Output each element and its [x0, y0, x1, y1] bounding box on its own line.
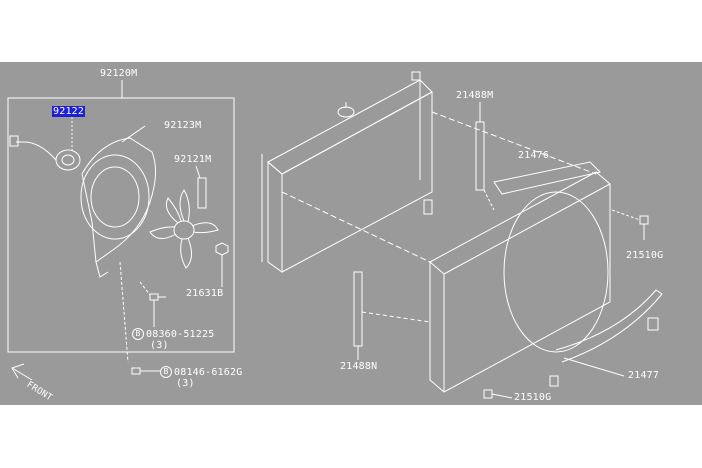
label-92122: 92122 — [52, 106, 86, 117]
seals — [353, 102, 495, 360]
clips — [483, 209, 649, 399]
label-92122-highlight: 92122 — [52, 106, 86, 117]
label-08360-qty: (3) — [150, 340, 169, 351]
label-08146-text: 08146-6162G — [174, 367, 243, 378]
b-symbol-icon: B — [132, 328, 144, 340]
label-92121M: 92121M — [174, 154, 212, 165]
fan-motor — [9, 117, 81, 171]
diagram-drawing — [7, 71, 663, 399]
radiator — [261, 71, 433, 273]
label-92123M: 92123M — [164, 120, 202, 131]
label-21488N: 21488N — [340, 361, 378, 372]
label-21510G-right: 21510G — [626, 250, 664, 261]
fan-shroud-main — [281, 111, 611, 393]
fan-shroud-small — [80, 125, 156, 278]
label-21476: 21476 — [518, 150, 550, 161]
label-21631B: 21631B — [186, 288, 224, 299]
lower-shroud — [549, 289, 663, 387]
label-21477: 21477 — [628, 370, 660, 381]
assembly-frame — [7, 97, 235, 353]
hardware — [119, 242, 229, 375]
label-08360-text: 08360-51225 — [146, 329, 215, 340]
label-92120M: 92120M — [100, 68, 138, 79]
fan-blade — [149, 165, 219, 269]
front-arrow-icon — [11, 363, 33, 381]
label-21510G-bottom: 21510G — [514, 392, 552, 403]
b-symbol-icon-2: B — [160, 366, 172, 378]
label-21488M: 21488M — [456, 90, 494, 101]
label-08146-qty: (3) — [176, 378, 195, 389]
